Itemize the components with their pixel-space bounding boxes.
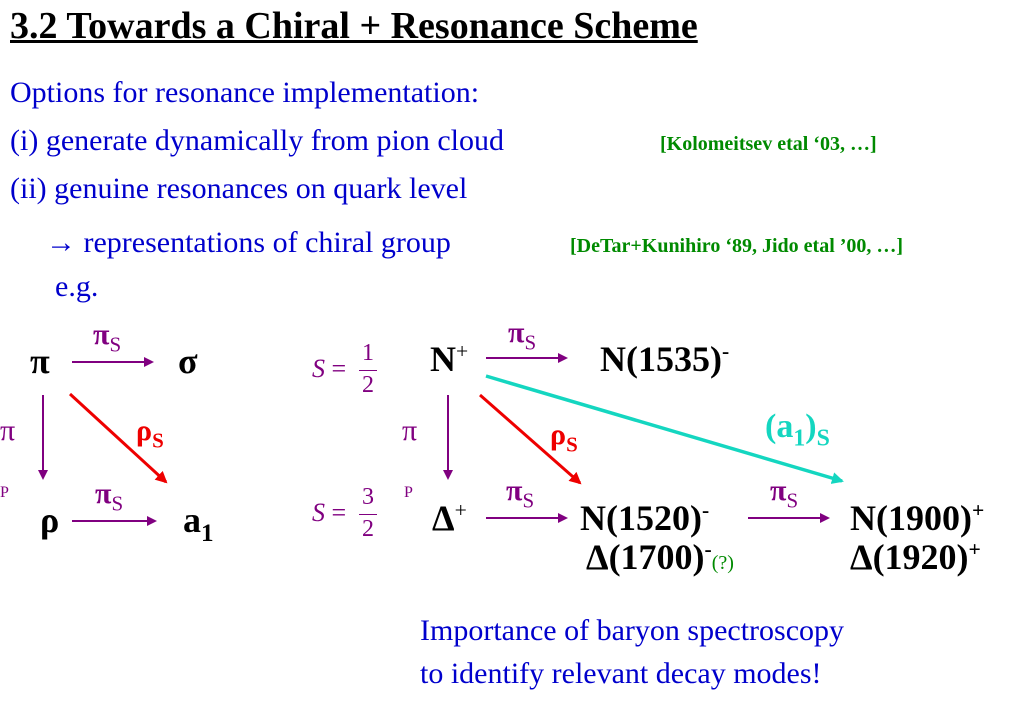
label-rho-s-meson-symbol: ρ <box>136 414 153 447</box>
n1900-superscript: + <box>971 498 985 523</box>
nucleon-plus-superscript: + <box>456 339 469 364</box>
spin-half-equals: = <box>331 354 347 383</box>
label-a1-s-open: (a <box>765 408 794 445</box>
spin-half-denominator: 2 <box>362 372 374 398</box>
label-pi-s-baryon-right-symbol: π <box>770 474 787 507</box>
conclusion-line-2: to identify relevant decay modes! <box>420 657 822 690</box>
spin-threehalf-denominator: 2 <box>362 516 374 542</box>
label-a1-s-close: ) <box>805 408 817 445</box>
label-rho-s-meson-subscript: S <box>152 428 164 453</box>
label-pi-s-baryon-mid: πS <box>506 474 534 513</box>
label-pi-s-baryon-top-subscript: S <box>524 330 537 355</box>
label-pi-s-baryon-top: πS <box>508 316 536 355</box>
delta1920-state: Δ(1920)+ <box>850 536 981 578</box>
reference-kolomeitsev: [Kolomeitsev etal ‘03, …] <box>660 133 877 155</box>
arrow-pi-to-a1 <box>68 392 168 484</box>
spin-threehalf-numerator: 3 <box>362 484 374 510</box>
nucleon-plus: N+ <box>430 338 468 380</box>
n1520-superscript: - <box>701 498 710 523</box>
representations-line: → representations of chiral group <box>46 226 451 259</box>
n1520-label: N(1520) <box>580 498 702 538</box>
delta1700-question: (?) <box>711 552 734 574</box>
spin-threehalf-s: S <box>312 498 325 527</box>
delta1920-superscript: + <box>968 537 981 562</box>
label-pi-p-meson: π <box>0 414 16 447</box>
label-pi-s-top-subscript: S <box>109 332 122 357</box>
arrow-N-to-N1900 <box>485 374 844 484</box>
n1520-state: N(1520)- <box>580 497 709 539</box>
delta1920-label: Δ(1920) <box>850 537 969 577</box>
label-pi-s-baryon-top-symbol: π <box>508 316 525 349</box>
option-i: (i) generate dynamically from pion cloud <box>10 124 504 157</box>
label-pi-p-baryon: π <box>402 414 418 447</box>
n1535-superscript: - <box>721 339 730 364</box>
a1-meson-symbol: a <box>183 500 201 540</box>
label-rho-s-baryon: ρS <box>550 418 578 457</box>
spin-half-fraction-bar <box>359 370 377 371</box>
eg-label: e.g. <box>55 270 99 303</box>
label-pi-s-baryon-mid-subscript: S <box>522 488 535 513</box>
label-pi-s-bottom: πS <box>95 477 123 516</box>
n1535-label: N(1535) <box>600 339 722 379</box>
spin-threehalf-equals: = <box>331 498 347 527</box>
label-a1-s-baryon: (a1)S <box>765 408 830 452</box>
label-pi-s-bottom-symbol: π <box>95 477 112 510</box>
label-pi-s-baryon-right-subscript: S <box>786 488 799 513</box>
label-rho-s-baryon-symbol: ρ <box>550 418 567 451</box>
spin-half-label: S = 1 2 <box>312 340 377 398</box>
option-ii: (ii) genuine resonances on quark level <box>10 172 468 205</box>
options-heading: Options for resonance implementation: <box>10 76 480 109</box>
label-rho-s-meson: ρS <box>136 414 164 453</box>
delta-plus-symbol: Δ <box>432 498 455 538</box>
nucleon-plus-symbol: N <box>430 339 456 379</box>
label-pi-s-top-symbol: π <box>93 318 110 351</box>
spin-half-numerator: 1 <box>362 340 374 366</box>
delta1700-state: Δ(1700)-(?) <box>586 536 734 578</box>
slide-title: 3.2 Towards a Chiral + Resonance Scheme <box>10 5 698 47</box>
delta-plus-superscript: + <box>454 498 467 523</box>
n1900-label: N(1900) <box>850 498 972 538</box>
label-pi-s-bottom-subscript: S <box>111 491 124 516</box>
label-pi-s-baryon-mid-symbol: π <box>506 474 523 507</box>
a1-meson: a1 <box>183 499 214 548</box>
arrow-N-to-N1520 <box>479 393 582 485</box>
label-a1-s-subS: S <box>816 425 830 452</box>
delta-plus: Δ+ <box>432 497 467 539</box>
delta1700-superscript: - <box>704 537 712 562</box>
n1900-state: N(1900)+ <box>850 497 984 539</box>
spin-threehalf-fraction-bar <box>359 514 377 515</box>
label-p-meson: P <box>0 484 9 501</box>
conclusion-line-1: Importance of baryon spectroscopy <box>420 614 845 647</box>
label-p-baryon: P <box>404 484 413 501</box>
sigma-meson: σ <box>178 341 198 381</box>
a1-meson-subscript: 1 <box>201 519 214 547</box>
label-rho-s-baryon-subscript: S <box>566 432 578 457</box>
spin-threehalf-label: S = 3 2 <box>312 484 377 542</box>
reference-detar: [DeTar+Kunihiro ‘89, Jido etal ’00, …] <box>570 235 904 257</box>
rho-meson: ρ <box>40 500 60 540</box>
pi-meson: π <box>30 341 50 381</box>
label-pi-s-baryon-right: πS <box>770 474 798 513</box>
label-a1-s-sub1: 1 <box>793 425 806 452</box>
delta1700-label: Δ(1700) <box>586 537 705 577</box>
label-pi-s-top: πS <box>93 318 121 357</box>
n1535-state: N(1535)- <box>600 338 729 380</box>
spin-half-s: S <box>312 354 325 383</box>
